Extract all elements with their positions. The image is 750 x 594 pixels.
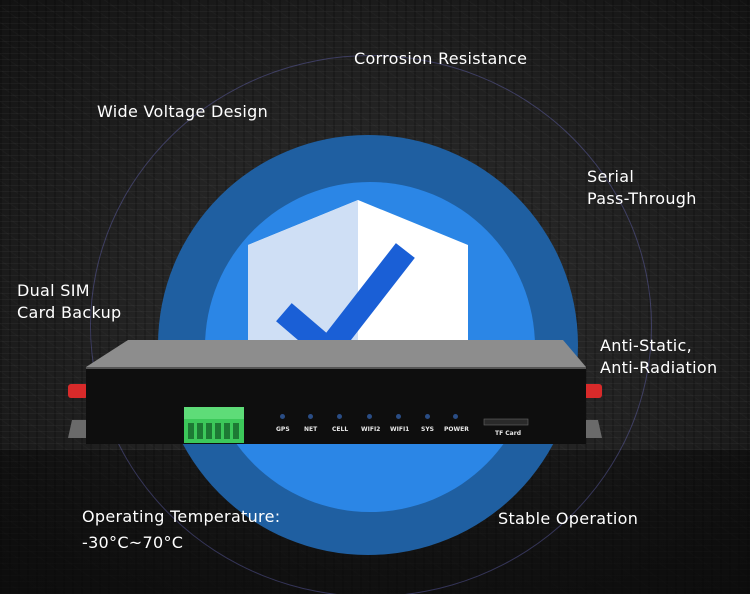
feature-corrosion-resistance: Corrosion Resistance xyxy=(354,48,527,70)
router-device xyxy=(68,340,602,444)
led-sys xyxy=(425,414,430,419)
led-gps xyxy=(280,414,285,419)
feature-operating-temperature: Operating Temperature: -30°C~70°C xyxy=(82,504,280,556)
led-power xyxy=(453,414,458,419)
feature-text-line-2: Card Backup xyxy=(17,303,122,322)
feature-text-line-2: -30°C~70°C xyxy=(82,533,184,552)
led-label-sys: SYS xyxy=(421,426,434,433)
led-label-wifi1: WIFI1 xyxy=(390,426,410,433)
router-front xyxy=(86,367,586,444)
feature-text: Stable Operation xyxy=(498,509,639,528)
outer-ring xyxy=(90,55,652,594)
feature-text: Wide Voltage Design xyxy=(97,102,269,121)
led-wifi2 xyxy=(367,414,372,419)
led-label-cell: CELL xyxy=(332,426,349,433)
led-label-power: POWER xyxy=(444,426,469,433)
feature-text-line-1: Operating Temperature: xyxy=(82,507,281,526)
feature-text-line-2: Pass-Through xyxy=(587,189,697,208)
led-cell xyxy=(337,414,342,419)
feature-text-line-1: Anti-Static, xyxy=(600,336,693,355)
led-wifi1 xyxy=(396,414,401,419)
feature-text: Corrosion Resistance xyxy=(354,49,528,68)
left-mount xyxy=(68,420,90,438)
feature-dual-sim: Dual SIM Card Backup xyxy=(17,280,121,324)
led-label-gps: GPS xyxy=(276,426,290,433)
right-antenna xyxy=(582,384,602,398)
router-top xyxy=(86,340,586,367)
tf-card-slot xyxy=(483,418,529,426)
feature-stable-operation: Stable Operation xyxy=(498,508,638,530)
led-label-wifi2: WIFI2 xyxy=(361,426,381,433)
left-antenna xyxy=(68,384,88,398)
feature-text-line-1: Dual SIM xyxy=(17,281,90,300)
feature-text-line-1: Serial xyxy=(587,167,635,186)
led-label-net: NET xyxy=(304,426,318,433)
feature-wide-voltage: Wide Voltage Design xyxy=(97,101,268,123)
feature-serial-pass-through: Serial Pass-Through xyxy=(587,166,697,210)
tf-card-label: TF Card xyxy=(495,430,521,437)
led-net xyxy=(308,414,313,419)
feature-text-line-2: Anti-Radiation xyxy=(600,358,718,377)
feature-anti-static: Anti-Static, Anti-Radiation xyxy=(600,335,717,379)
